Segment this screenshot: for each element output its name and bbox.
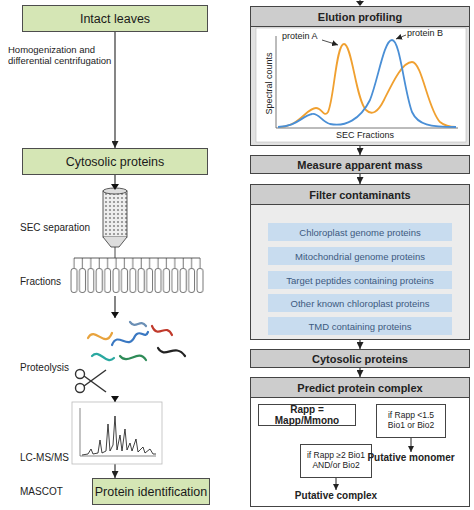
panel-heading: Predict protein complex [251, 378, 469, 398]
filter-item: Chloroplast genome proteins [268, 223, 452, 241]
box-text: Protein identification [95, 485, 208, 499]
chromatogram [80, 408, 81, 456]
chromatogram [72, 402, 162, 464]
step-box: Measure apparent mass [250, 155, 470, 174]
sec-column [103, 188, 127, 258]
chromatogram [80, 456, 156, 457]
chromatogram [82, 416, 156, 455]
peptide-strands [112, 332, 148, 345]
filter-item: Target peptides containing proteins [268, 271, 452, 289]
sec-column [115, 247, 116, 258]
flow-arrowhead [111, 312, 119, 318]
peptide-strands [120, 356, 146, 360]
fraction-tubes [70, 258, 204, 268]
input-arrow [360, 0, 361, 5]
sec-column [103, 191, 127, 237]
sec-column [103, 191, 127, 237]
step-panel: Filter contaminantsChloroplast genome pr… [250, 184, 470, 340]
box-text: Target peptides containing proteins [286, 275, 433, 286]
axis-label: Spectral counts [264, 43, 275, 123]
box-text: if Rapp <1.5 Bio1 or Bio2 [379, 411, 443, 431]
scissors [76, 384, 85, 393]
box-text: Chloroplast genome proteins [299, 227, 420, 238]
sample-box: Cytosolic proteins [22, 148, 208, 175]
filter-item: TMD containing proteins [268, 317, 452, 335]
sample-box: Intact leaves [22, 5, 208, 32]
step-label: protein A [282, 31, 332, 42]
flow-arrow [359, 368, 360, 377]
step-label: protein B [407, 28, 462, 39]
step-box: Cytosolic proteins [250, 349, 470, 368]
background-mask [60, 186, 210, 296]
sec-column [103, 237, 127, 247]
flow-arrow [114, 175, 115, 478]
result-box: Protein identification [92, 478, 210, 505]
step-label: LC-MS/MS [20, 452, 72, 464]
flow-arrow [359, 174, 360, 184]
scissors [84, 376, 106, 392]
flow-arrowhead [111, 396, 119, 402]
fraction-tubes [70, 258, 204, 294]
box-text: Rapp = Mapp/Mmono [259, 404, 355, 426]
step-label: Homogenization and differential centrifu… [8, 44, 112, 67]
panel-heading: Elution profiling [251, 7, 469, 27]
background-mask [60, 186, 210, 398]
scissors [76, 370, 85, 379]
flow-arrowhead [111, 184, 119, 190]
peptide-strands [92, 354, 114, 360]
box-text: Mitochondrial genome proteins [295, 251, 425, 262]
peptide-strands [158, 348, 185, 356]
peptide-strands [88, 322, 185, 360]
panel-heading: Filter contaminants [251, 185, 469, 205]
condition-box: if Rapp ≥2 Bio1 AND/or Bio2 [300, 444, 372, 478]
filter-item: Mitochondrial genome proteins [268, 247, 452, 265]
step-label: Putative monomer [361, 452, 461, 464]
step-panel: Elution profiling [250, 6, 470, 146]
peptide-strands [88, 333, 112, 339]
step-label: SEC separation [20, 222, 95, 234]
flow-arrow [114, 32, 115, 148]
box-text: Other known chloroplast proteins [291, 298, 430, 309]
formula-box: Rapp = Mapp/Mmono [258, 404, 356, 426]
box-text: TMD containing proteins [309, 321, 412, 332]
flow-arrowhead [111, 184, 119, 402]
chromatogram [72, 402, 162, 464]
flow-arrow [359, 340, 360, 349]
box-text: if Rapp ≥2 Bio1 AND/or Bio2 [303, 451, 369, 471]
step-label: Putative complex [286, 490, 386, 502]
box-text: Intact leaves [80, 12, 150, 26]
peptide-strands [152, 326, 172, 335]
step-panel: Predict protein complexRapp = Mapp/Mmono… [250, 377, 470, 507]
step-label: MASCOT [20, 486, 82, 498]
step-label: Fractions [20, 276, 68, 288]
flow-arrow [359, 146, 360, 155]
box-text: Cytosolic proteins [66, 155, 165, 169]
step-label: SEC Fractions [300, 130, 430, 141]
step-label: Proteolysis [20, 362, 75, 374]
scissors [76, 370, 107, 393]
box-text: Measure apparent mass [297, 159, 422, 171]
sec-column [103, 188, 127, 194]
filter-item: Other known chloroplast proteins [268, 294, 452, 312]
background-mask [60, 318, 210, 398]
scissors [84, 370, 106, 386]
condition-box: if Rapp <1.5 Bio1 or Bio2 [376, 404, 446, 438]
box-text: Cytosolic proteins [312, 353, 408, 365]
peptide-strands [130, 322, 146, 326]
fraction-tubes [74, 258, 200, 259]
fraction-tubes [70, 268, 204, 294]
